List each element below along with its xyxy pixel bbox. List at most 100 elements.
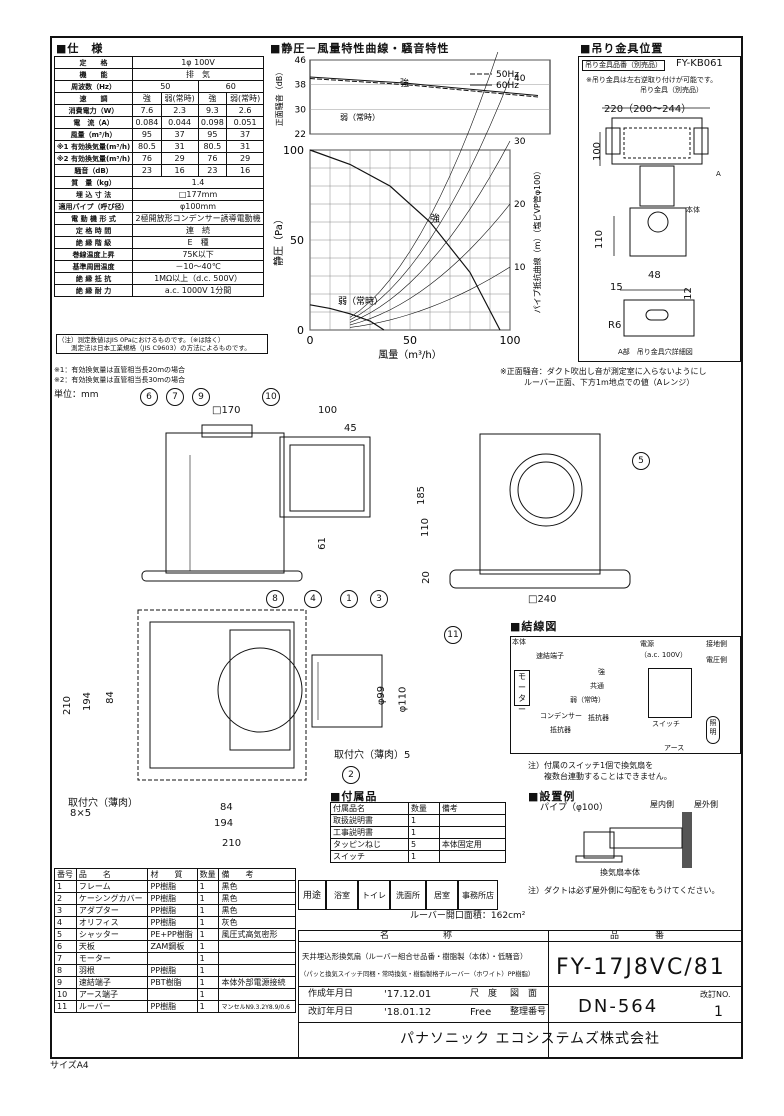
spec-value: 弱(常時)	[160, 92, 199, 105]
callout-8: 8	[266, 590, 284, 608]
pq-ytick: 0	[297, 324, 304, 337]
spec-label: 電 流（A）	[53, 116, 134, 129]
spec-value: 2.3	[160, 104, 199, 117]
spec-value: 50	[132, 80, 199, 93]
callout-5: 5	[632, 452, 650, 470]
parts-cell	[147, 952, 198, 965]
spec-label: 機 能	[53, 68, 134, 81]
callout-4: 4	[304, 590, 322, 608]
spec-value: 16	[226, 164, 264, 177]
accessories-cell: 1	[407, 826, 440, 839]
wiring-ground-side: 接地側	[706, 640, 727, 648]
spec-value: 80.5	[197, 140, 228, 153]
plan-view-drawing	[137, 609, 383, 781]
install-drawing	[575, 812, 692, 868]
pressure-flow-chart: 050100050100静圧（Pa）風量（m³/h）1020304050強弱（常…	[272, 52, 542, 361]
parts-cell	[218, 952, 296, 965]
noise-tick-label: 30	[295, 105, 307, 115]
dim-84-h: 84	[220, 802, 233, 813]
wiring-switch: スイッチ	[652, 720, 680, 728]
accessories-header: 数量	[407, 802, 440, 815]
spec-value: 9.3	[197, 104, 228, 117]
spec-label: 風量（m³/h）	[53, 128, 134, 141]
spec-label: 騒音（dB）	[53, 164, 134, 177]
parts-cell: 風圧式高気密形	[218, 928, 296, 941]
pq-pipe-label: 20	[514, 200, 526, 210]
opening-area: ルーバー開口面積：162cm²	[410, 911, 526, 921]
spec-label: 巻線温度上昇	[53, 248, 134, 261]
spec-value: 2極開放形コンデンサー誘導電動機	[132, 212, 264, 225]
spec-value: a.c. 1000V 1分間	[132, 284, 264, 297]
noise-tick-label: 22	[295, 130, 306, 140]
dim-20: 20	[420, 571, 432, 584]
parts-cell: 1	[196, 976, 220, 989]
title-name-1: 天井埋込形換気扇（ルーバー組合せ品番・樹脂製（本体）・低騒音）	[302, 952, 528, 961]
parts-cell: ルーバー	[75, 1000, 149, 1013]
spec-label: 定 格 時 間	[53, 224, 134, 237]
spec-value: φ100mm	[132, 200, 264, 213]
wiring-note: 注）付属のスイッチ1個で換気扇を 複数台連動することはできません。	[528, 761, 672, 781]
install-indoor: 屋内側	[650, 800, 674, 809]
parts-cell: アダプター	[75, 904, 149, 917]
revision-number: 1	[714, 1004, 723, 1020]
wiring-box	[510, 636, 741, 754]
dim-194-v: 194	[82, 691, 94, 712]
noise-legend-label: 50Hz	[496, 70, 519, 80]
install-heading: ■設置例	[528, 790, 576, 803]
parts-header: 材 質	[147, 868, 198, 881]
noise-legend-label: 60Hz	[496, 81, 519, 91]
use-cell: 事務所店舗	[458, 880, 498, 910]
dim-45: 45	[344, 423, 357, 434]
parts-header: 備 考	[218, 868, 296, 881]
hanger-dim-100: 100	[592, 141, 604, 162]
spec-row: 基準周囲温度－10～40℃	[53, 260, 264, 273]
parts-cell: 1	[54, 880, 77, 893]
install-outdoor: 屋外側	[694, 800, 718, 809]
pq-annotation-strong: 強	[430, 212, 440, 225]
dim-110-circle: φ110	[397, 686, 409, 713]
accessories-cell: タッピンねじ	[330, 838, 409, 851]
callout-3: 3	[370, 590, 388, 608]
pq-xtick: 0	[307, 334, 314, 347]
spec-value: 37	[226, 128, 264, 141]
accessories-cell: スイッチ	[330, 850, 409, 863]
dim-185: 185	[416, 485, 428, 506]
accessories-cell	[438, 814, 507, 827]
pq-pipe-curve	[349, 140, 511, 323]
spec-value: 16	[160, 164, 199, 177]
parts-cell: モーター	[75, 952, 149, 965]
wiring-body: 本体	[512, 638, 526, 646]
spec-value: 76	[197, 152, 228, 165]
footnote-2: ※2：有効換気量は直管相当長30mの場合	[54, 376, 186, 384]
hanger-title-box: 吊り金具品番（別売品）	[582, 60, 665, 71]
spec-label: 適用パイプ（呼び径）	[53, 200, 134, 213]
parts-cell: フレーム	[75, 880, 149, 893]
noise-note: ※正面騒音：ダクト吹出し音が測定室に入らないようにし ルーバー正面、下方1m地点…	[500, 367, 707, 387]
accessories-cell: 5	[407, 838, 440, 851]
pq-ylabel: 静圧（Pa）	[272, 214, 285, 266]
spec-value: 0.051	[226, 116, 264, 129]
parts-cell: 8	[54, 964, 77, 977]
spec-note: （注）測定数値はJIS 0Paにおけるものです。（※は除く） 測定法は日本工業規…	[56, 334, 268, 354]
parts-cell: 10	[54, 988, 77, 1001]
hanger-dim-r6: R6	[608, 320, 622, 331]
wiring-earth: アース	[664, 744, 685, 752]
parts-cell: 7	[54, 952, 77, 965]
spec-value: E 種	[132, 236, 264, 249]
spec-label: 絶 縁 抵 抗	[53, 272, 134, 285]
hanger-dim-12: 12	[682, 287, 694, 300]
spec-value: 23	[197, 164, 228, 177]
hanger-note-2: 吊り金具（別売品）	[640, 86, 703, 94]
